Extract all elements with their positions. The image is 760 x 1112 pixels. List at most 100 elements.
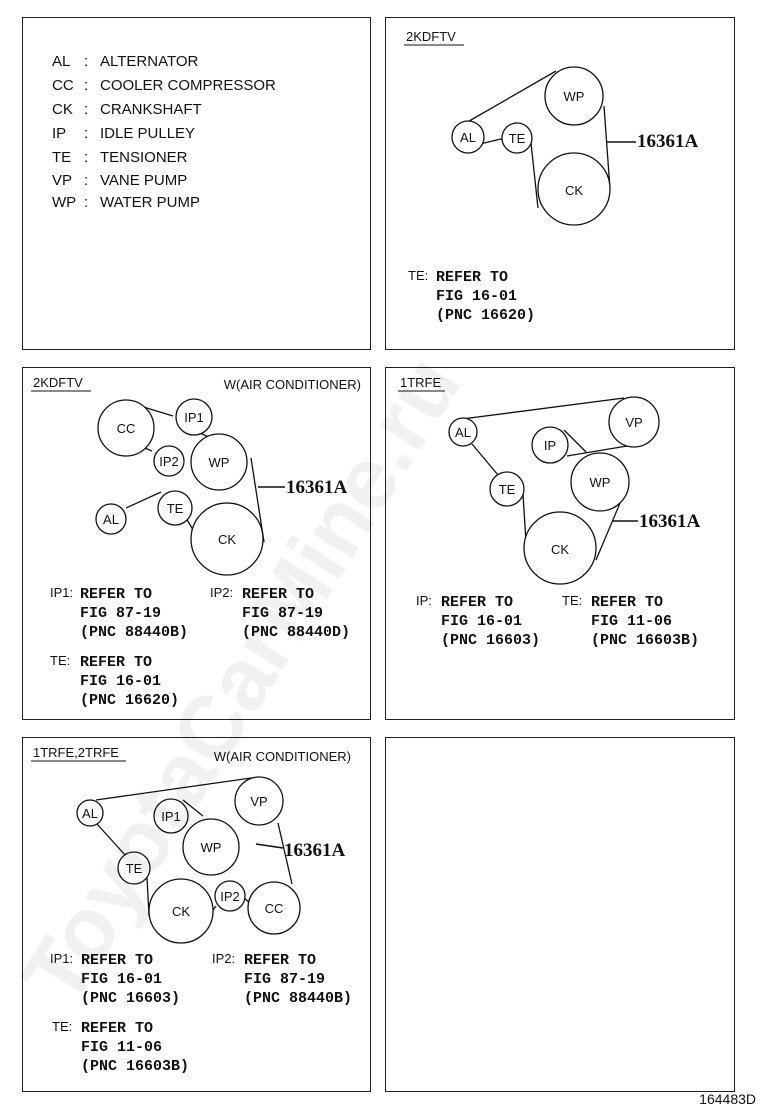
note-line: FIG 11-06 [591, 613, 672, 630]
reference-note: TE: REFER TO FIG 11-06 (PNC 16603B) [562, 593, 699, 649]
legend-code: TE [52, 149, 71, 166]
legend-name: IDLE PULLEY [100, 125, 195, 142]
pulley-al: AL [76, 799, 104, 827]
pulley-ip2: IP2 [153, 445, 185, 477]
engine-label: 1TRFE [400, 375, 442, 390]
pulley-label: AL [82, 806, 98, 821]
engine-label: 2KDFTV [33, 375, 83, 390]
note-line: (PNC 88440B) [244, 990, 352, 1007]
legend-name: CRANKSHAFT [100, 101, 202, 118]
legend-row: AL : ALTERNATOR [52, 53, 199, 70]
legend-list: AL : ALTERNATOR CC : COOLER COMPRESSOR C… [52, 53, 276, 211]
note-tag: IP: [416, 593, 432, 608]
reference-note: TE: REFER TO FIG 16-01 (PNC 16620) [408, 268, 535, 324]
pulley-label: IP2 [159, 454, 179, 469]
condition-label: W(AIR CONDITIONER) [214, 749, 351, 764]
pulley-label: AL [103, 512, 119, 527]
engine-label: 2KDFTV [406, 29, 456, 44]
legend-sep: : [84, 125, 88, 142]
legend-name: WATER PUMP [100, 194, 200, 211]
note-line: (PNC 16620) [80, 692, 179, 709]
pulley-ck: CK [190, 502, 264, 576]
pulley-cc: CC [97, 399, 155, 457]
pulley-label: CK [218, 532, 236, 547]
pulley-label: CK [551, 542, 569, 557]
pulley-vp: VP [608, 396, 660, 448]
reference-note: TE: REFER TO FIG 11-06 (PNC 16603B) [52, 1019, 189, 1075]
legend-sep: : [84, 149, 88, 166]
reference-note: IP1: REFER TO FIG 16-01 (PNC 16603) [50, 951, 180, 1007]
note-line: (PNC 88440B) [80, 624, 188, 641]
part-number-callout: 16361A [639, 511, 701, 532]
note-line: REFER TO [81, 1020, 153, 1037]
pulley-label: IP1 [161, 809, 181, 824]
pulley-label: TE [499, 482, 516, 497]
diagram-panel-1trfe-2trfe-ac: 1TRFE,2TRFE W(AIR CONDITIONER) AL IP1 VP… [22, 737, 371, 1092]
pulley-label: WP [209, 455, 230, 470]
pulley-te: TE [117, 851, 151, 885]
pulley-te: TE [489, 471, 525, 507]
note-line: REFER TO [441, 594, 513, 611]
pulley-ip: IP [531, 426, 569, 464]
note-line: REFER TO [242, 586, 314, 603]
legend-panel: AL : ALTERNATOR CC : COOLER COMPRESSOR C… [22, 17, 371, 350]
pulley-label: WP [201, 840, 222, 855]
pulley-wp: WP [182, 818, 240, 876]
pulley-al: AL [448, 417, 478, 447]
note-tag: IP2: [212, 951, 235, 966]
legend-code: CK [52, 101, 73, 118]
pulley-ip1: IP1 [153, 798, 189, 834]
reference-note: IP2: REFER TO FIG 87-19 (PNC 88440D) [210, 585, 350, 641]
note-line: (PNC 88440D) [242, 624, 350, 641]
note-line: FIG 16-01 [80, 673, 161, 690]
note-tag: IP1: [50, 951, 73, 966]
pulley-label: AL [460, 130, 476, 145]
note-tag: TE: [562, 593, 582, 608]
note-line: FIG 87-19 [80, 605, 161, 622]
note-line: (PNC 16603B) [591, 632, 699, 649]
pulley-label: VP [625, 415, 642, 430]
legend-code: AL [52, 53, 70, 70]
pulley-ck: CK [148, 878, 214, 944]
legend-row: CC : COOLER COMPRESSOR [52, 77, 276, 94]
pulley-ip2: IP2 [214, 880, 246, 912]
belt-path [461, 397, 628, 561]
part-number-callout: 16361A [284, 840, 346, 861]
note-line: REFER TO [80, 654, 152, 671]
belt-path [463, 70, 611, 209]
pulley-wp: WP [570, 452, 630, 512]
legend-code: IP [52, 125, 66, 142]
legend-row: TE : TENSIONER [52, 149, 188, 166]
legend-sep: : [84, 101, 88, 118]
note-tag: IP1: [50, 585, 73, 600]
pulley-cc: CC [247, 881, 301, 935]
pulley-label: TE [167, 501, 184, 516]
legend-sep: : [84, 172, 88, 189]
pulley-ck: CK [537, 152, 611, 226]
note-line: (PNC 16620) [436, 307, 535, 324]
note-line: REFER TO [436, 269, 508, 286]
legend-code: CC [52, 77, 74, 94]
pulley-wp: WP [544, 66, 604, 126]
diagram-panel-2kdftv: 2KDFTV WP AL TE CK 16361A TE: REFER TO F… [385, 17, 735, 350]
pulley-label: WP [564, 89, 585, 104]
note-line: FIG 11-06 [81, 1039, 162, 1056]
belt-diagram: 1TRFE AL VP IP TE WP CK 16361A IP: REFER… [398, 375, 701, 649]
note-line: REFER TO [244, 952, 316, 969]
pulley-label: AL [455, 425, 471, 440]
belt-diagram: 2KDFTV WP AL TE CK 16361A TE: REFER TO F… [404, 29, 699, 324]
part-number-callout: 16361A [286, 477, 348, 498]
legend-row: IP : IDLE PULLEY [52, 125, 195, 142]
engine-label: 1TRFE,2TRFE [33, 745, 119, 760]
note-line: FIG 16-01 [441, 613, 522, 630]
note-line: FIG 16-01 [81, 971, 162, 988]
legend-name: ALTERNATOR [100, 53, 199, 70]
condition-label: W(AIR CONDITIONER) [224, 377, 361, 392]
pulley-label: VP [250, 794, 267, 809]
legend-sep: : [84, 53, 88, 70]
note-line: FIG 87-19 [244, 971, 325, 988]
note-line: (PNC 16603) [81, 990, 180, 1007]
part-number-callout: 16361A [637, 131, 699, 152]
legend-code: WP [52, 194, 76, 211]
note-line: (PNC 16603B) [81, 1058, 189, 1075]
